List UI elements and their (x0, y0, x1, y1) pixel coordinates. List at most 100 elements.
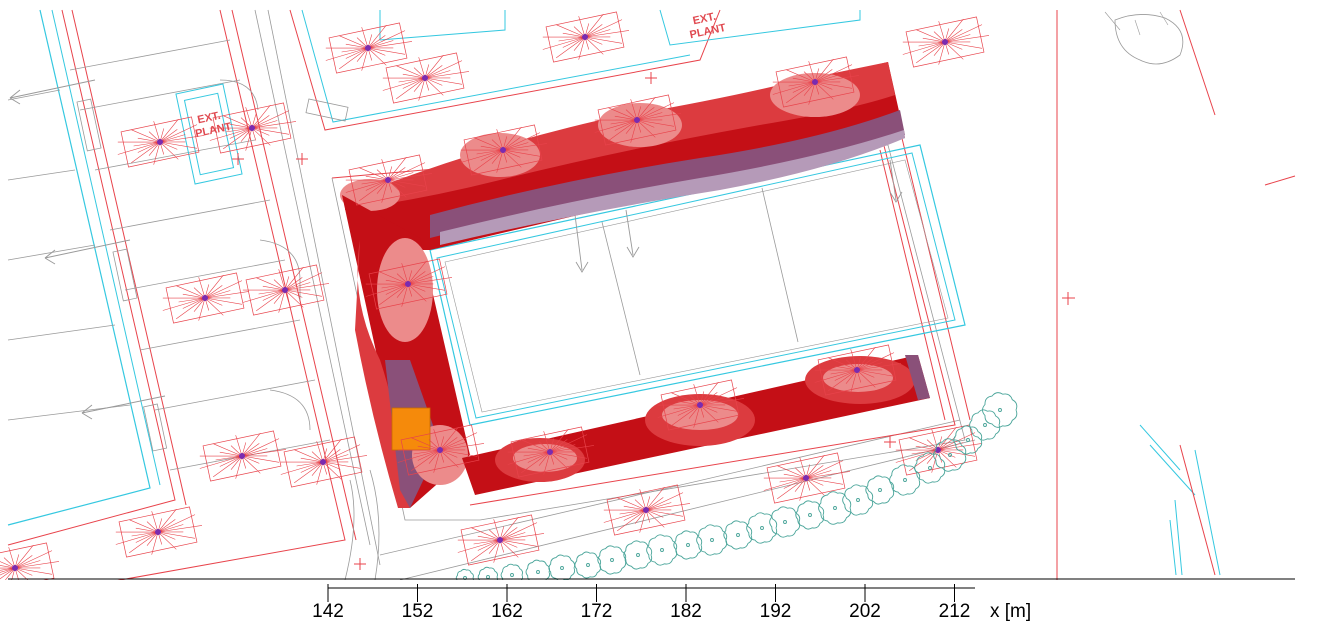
tree-center (510, 573, 514, 577)
tree (500, 563, 523, 580)
tree (597, 545, 627, 575)
luminaire[interactable] (397, 424, 485, 476)
tree-center (983, 423, 987, 427)
luminaire-rays (117, 119, 205, 165)
luminaire[interactable] (460, 124, 548, 176)
tree (746, 512, 778, 544)
luminaire-center (942, 39, 948, 45)
luminaire-outline (775, 56, 855, 108)
luminaire-rays (814, 347, 902, 393)
luminaire[interactable] (199, 430, 287, 482)
reference-markers (232, 72, 896, 570)
luminaire-center (365, 45, 371, 51)
luminaire-rays (507, 429, 595, 475)
tree-center (736, 533, 740, 537)
tree-center (948, 453, 952, 457)
tree-center (686, 543, 690, 547)
luminaire[interactable] (902, 16, 990, 68)
luminaire-center (697, 402, 703, 408)
tree-center (536, 570, 540, 574)
luminaire-outline (460, 514, 540, 566)
luminaire-rays (657, 382, 745, 428)
luminaire-center (547, 449, 553, 455)
luminaire-outline (283, 436, 363, 488)
luminaire-rays (242, 267, 330, 313)
luminaire-center (497, 537, 503, 543)
tree (865, 475, 895, 505)
luminaire-outline (817, 344, 897, 396)
luminaire[interactable] (507, 426, 595, 478)
tree-center (998, 408, 1002, 412)
scale-tick-label: 212 (939, 601, 971, 622)
selected-calc-point[interactable] (391, 407, 431, 451)
tree (673, 530, 703, 560)
luminaire-center (202, 295, 208, 301)
luminaire-center (500, 147, 506, 153)
tree-center (878, 488, 882, 492)
luminaire-rays (457, 517, 545, 563)
luminaire[interactable] (162, 272, 250, 324)
scale-tick-label: 162 (491, 601, 523, 622)
luminaire-center (582, 34, 588, 40)
luminaire-rays (397, 427, 485, 473)
luminaire[interactable] (657, 379, 745, 431)
luminaire-rays (115, 509, 203, 555)
luminaire[interactable] (345, 154, 433, 206)
luminaire-center (422, 75, 428, 81)
luminaire-outline (328, 22, 408, 74)
luminaire-rays (365, 261, 453, 307)
roads (219, 79, 976, 580)
luminaire-rays (0, 545, 60, 580)
luminaire[interactable] (117, 116, 205, 168)
tree (646, 534, 678, 566)
tree (525, 559, 550, 580)
luminaire[interactable] (242, 264, 330, 316)
luminaire-rays (280, 439, 368, 485)
luminaire[interactable] (772, 56, 860, 108)
luminaire-center (155, 529, 161, 535)
luminaire[interactable] (0, 542, 60, 593)
luminaire-center (812, 79, 818, 85)
luminaire-outline (463, 124, 543, 176)
luminaire[interactable] (457, 514, 545, 566)
luminaire-outline (545, 11, 625, 63)
scale-tick-label: 202 (849, 601, 881, 622)
tree (769, 506, 801, 538)
luminaire[interactable] (325, 22, 413, 74)
tree-center (486, 575, 490, 579)
tree (953, 425, 983, 455)
tree (455, 568, 474, 580)
luminaire-outline (118, 506, 198, 558)
tree (548, 554, 576, 580)
scale-tick-label: 142 (312, 601, 344, 622)
luminaire[interactable] (382, 52, 470, 104)
tree (933, 438, 967, 472)
luminaire-outline (120, 116, 200, 168)
luminaire-outline (766, 452, 846, 504)
luminaire[interactable] (115, 506, 203, 558)
luminaire-rays (895, 427, 983, 473)
luminaire[interactable] (594, 94, 682, 146)
luminaire-center (282, 287, 288, 293)
tree (795, 500, 825, 530)
luminaire[interactable] (603, 484, 691, 536)
tree-center (586, 563, 590, 567)
luminaire[interactable] (814, 344, 902, 396)
luminaire[interactable] (280, 436, 368, 488)
luminaire[interactable] (365, 258, 453, 310)
luminaire[interactable] (209, 102, 297, 154)
luminaire-rays (345, 157, 433, 203)
scale-tick-label: 182 (670, 601, 702, 622)
luminaire-outline (597, 94, 677, 146)
tree-center (903, 478, 907, 482)
luminaire-outline (385, 52, 465, 104)
tree-center (760, 526, 764, 530)
luminaires (0, 11, 990, 593)
luminaire-center (437, 447, 443, 453)
tree-center (610, 558, 614, 562)
luminaire[interactable] (542, 11, 630, 63)
luminaire[interactable] (763, 452, 851, 504)
